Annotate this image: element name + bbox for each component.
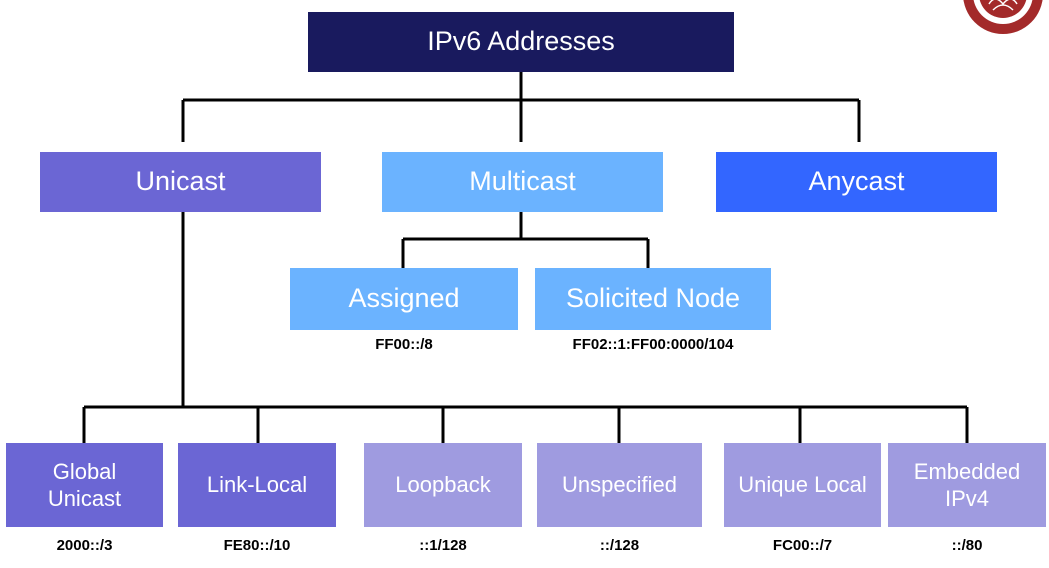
anycast-box: Anycast <box>716 152 997 212</box>
unicast-label: Unicast <box>135 166 226 197</box>
link-local-box: Link-Local <box>178 443 336 527</box>
unicast-box: Unicast <box>40 152 321 212</box>
global-unicast-box: Global Unicast <box>6 443 163 527</box>
embedded-ipv4-prefix: ::/80 <box>951 537 983 554</box>
unique-local-prefix: FC00::/7 <box>772 537 833 554</box>
root-box: IPv6 Addresses <box>308 12 734 72</box>
solicited-node-box: Solicited Node <box>535 268 771 330</box>
global-unicast-prefix: 2000::/3 <box>56 537 113 554</box>
university-seal-logo <box>963 0 1043 34</box>
multicast-label: Multicast <box>469 166 576 197</box>
multicast-box: Multicast <box>382 152 663 212</box>
assigned-box: Assigned <box>290 268 518 330</box>
global-unicast-label: Global Unicast <box>47 458 122 512</box>
loopback-box: Loopback <box>364 443 522 527</box>
assigned-prefix: FF00::/8 <box>375 336 433 353</box>
loopback-label: Loopback <box>395 472 491 498</box>
unspecified-prefix: ::/128 <box>599 537 640 554</box>
loopback-prefix: ::1/128 <box>419 537 467 554</box>
embedded-ipv4-box: Embedded IPv4 <box>888 443 1046 527</box>
unique-local-box: Unique Local <box>724 443 881 527</box>
embedded-ipv4-label: Embedded IPv4 <box>913 458 1021 512</box>
root-label: IPv6 Addresses <box>427 26 615 57</box>
unspecified-box: Unspecified <box>537 443 702 527</box>
unique-local-label: Unique Local <box>738 472 867 498</box>
unspecified-label: Unspecified <box>562 472 677 498</box>
assigned-label: Assigned <box>348 283 460 314</box>
solicited-node-label: Solicited Node <box>565 283 741 314</box>
link-local-prefix: FE80::/10 <box>223 537 291 554</box>
link-local-label: Link-Local <box>206 472 308 498</box>
anycast-label: Anycast <box>808 166 905 197</box>
solicited-node-prefix: FF02::1:FF00:0000/104 <box>572 336 734 353</box>
